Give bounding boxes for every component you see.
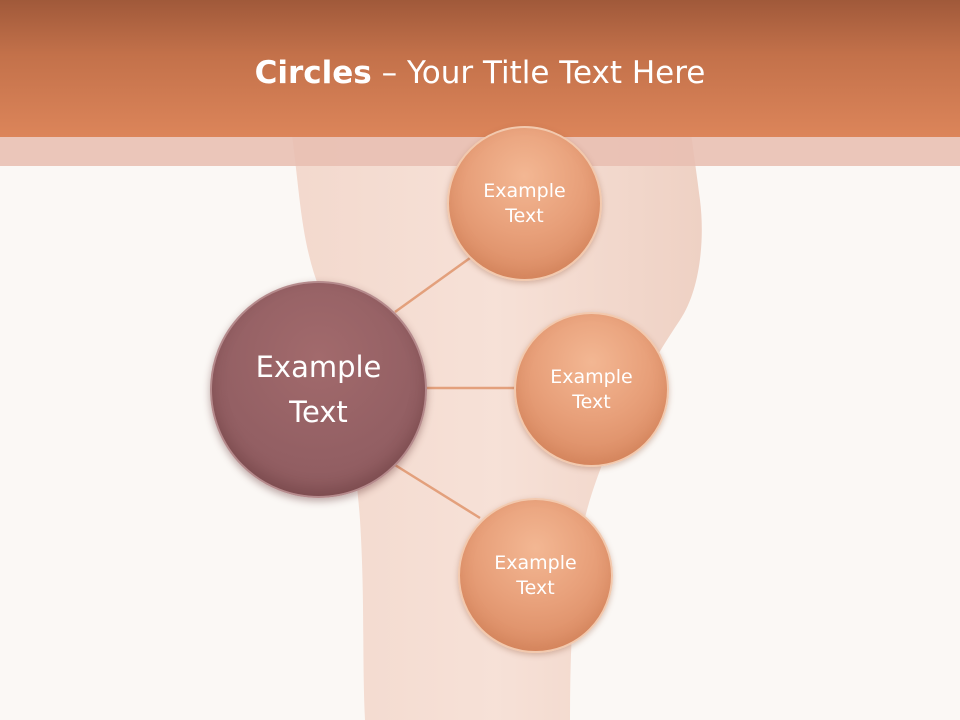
center-circle-label-line2: Text [289,394,348,429]
node-bottom-label-line1: Example [494,551,577,574]
title-header-bar [0,0,960,137]
node-top-label-line2: Text [505,204,544,227]
center-circle-label-line1: Example [255,349,382,384]
node-middle-label-line2: Text [572,390,611,413]
node-top-label-line1: Example [483,179,566,202]
node-bottom-label-line2: Text [516,576,555,599]
title-bold-part: Circles [254,55,372,91]
connector-line-bottom [394,463,481,520]
node-middle-label-line1: Example [550,365,633,388]
connector-line-top [394,256,471,314]
title-rest-part: – Your Title Text Here [371,55,706,91]
slide-title: Circles – Your Title Text Here [0,55,960,91]
